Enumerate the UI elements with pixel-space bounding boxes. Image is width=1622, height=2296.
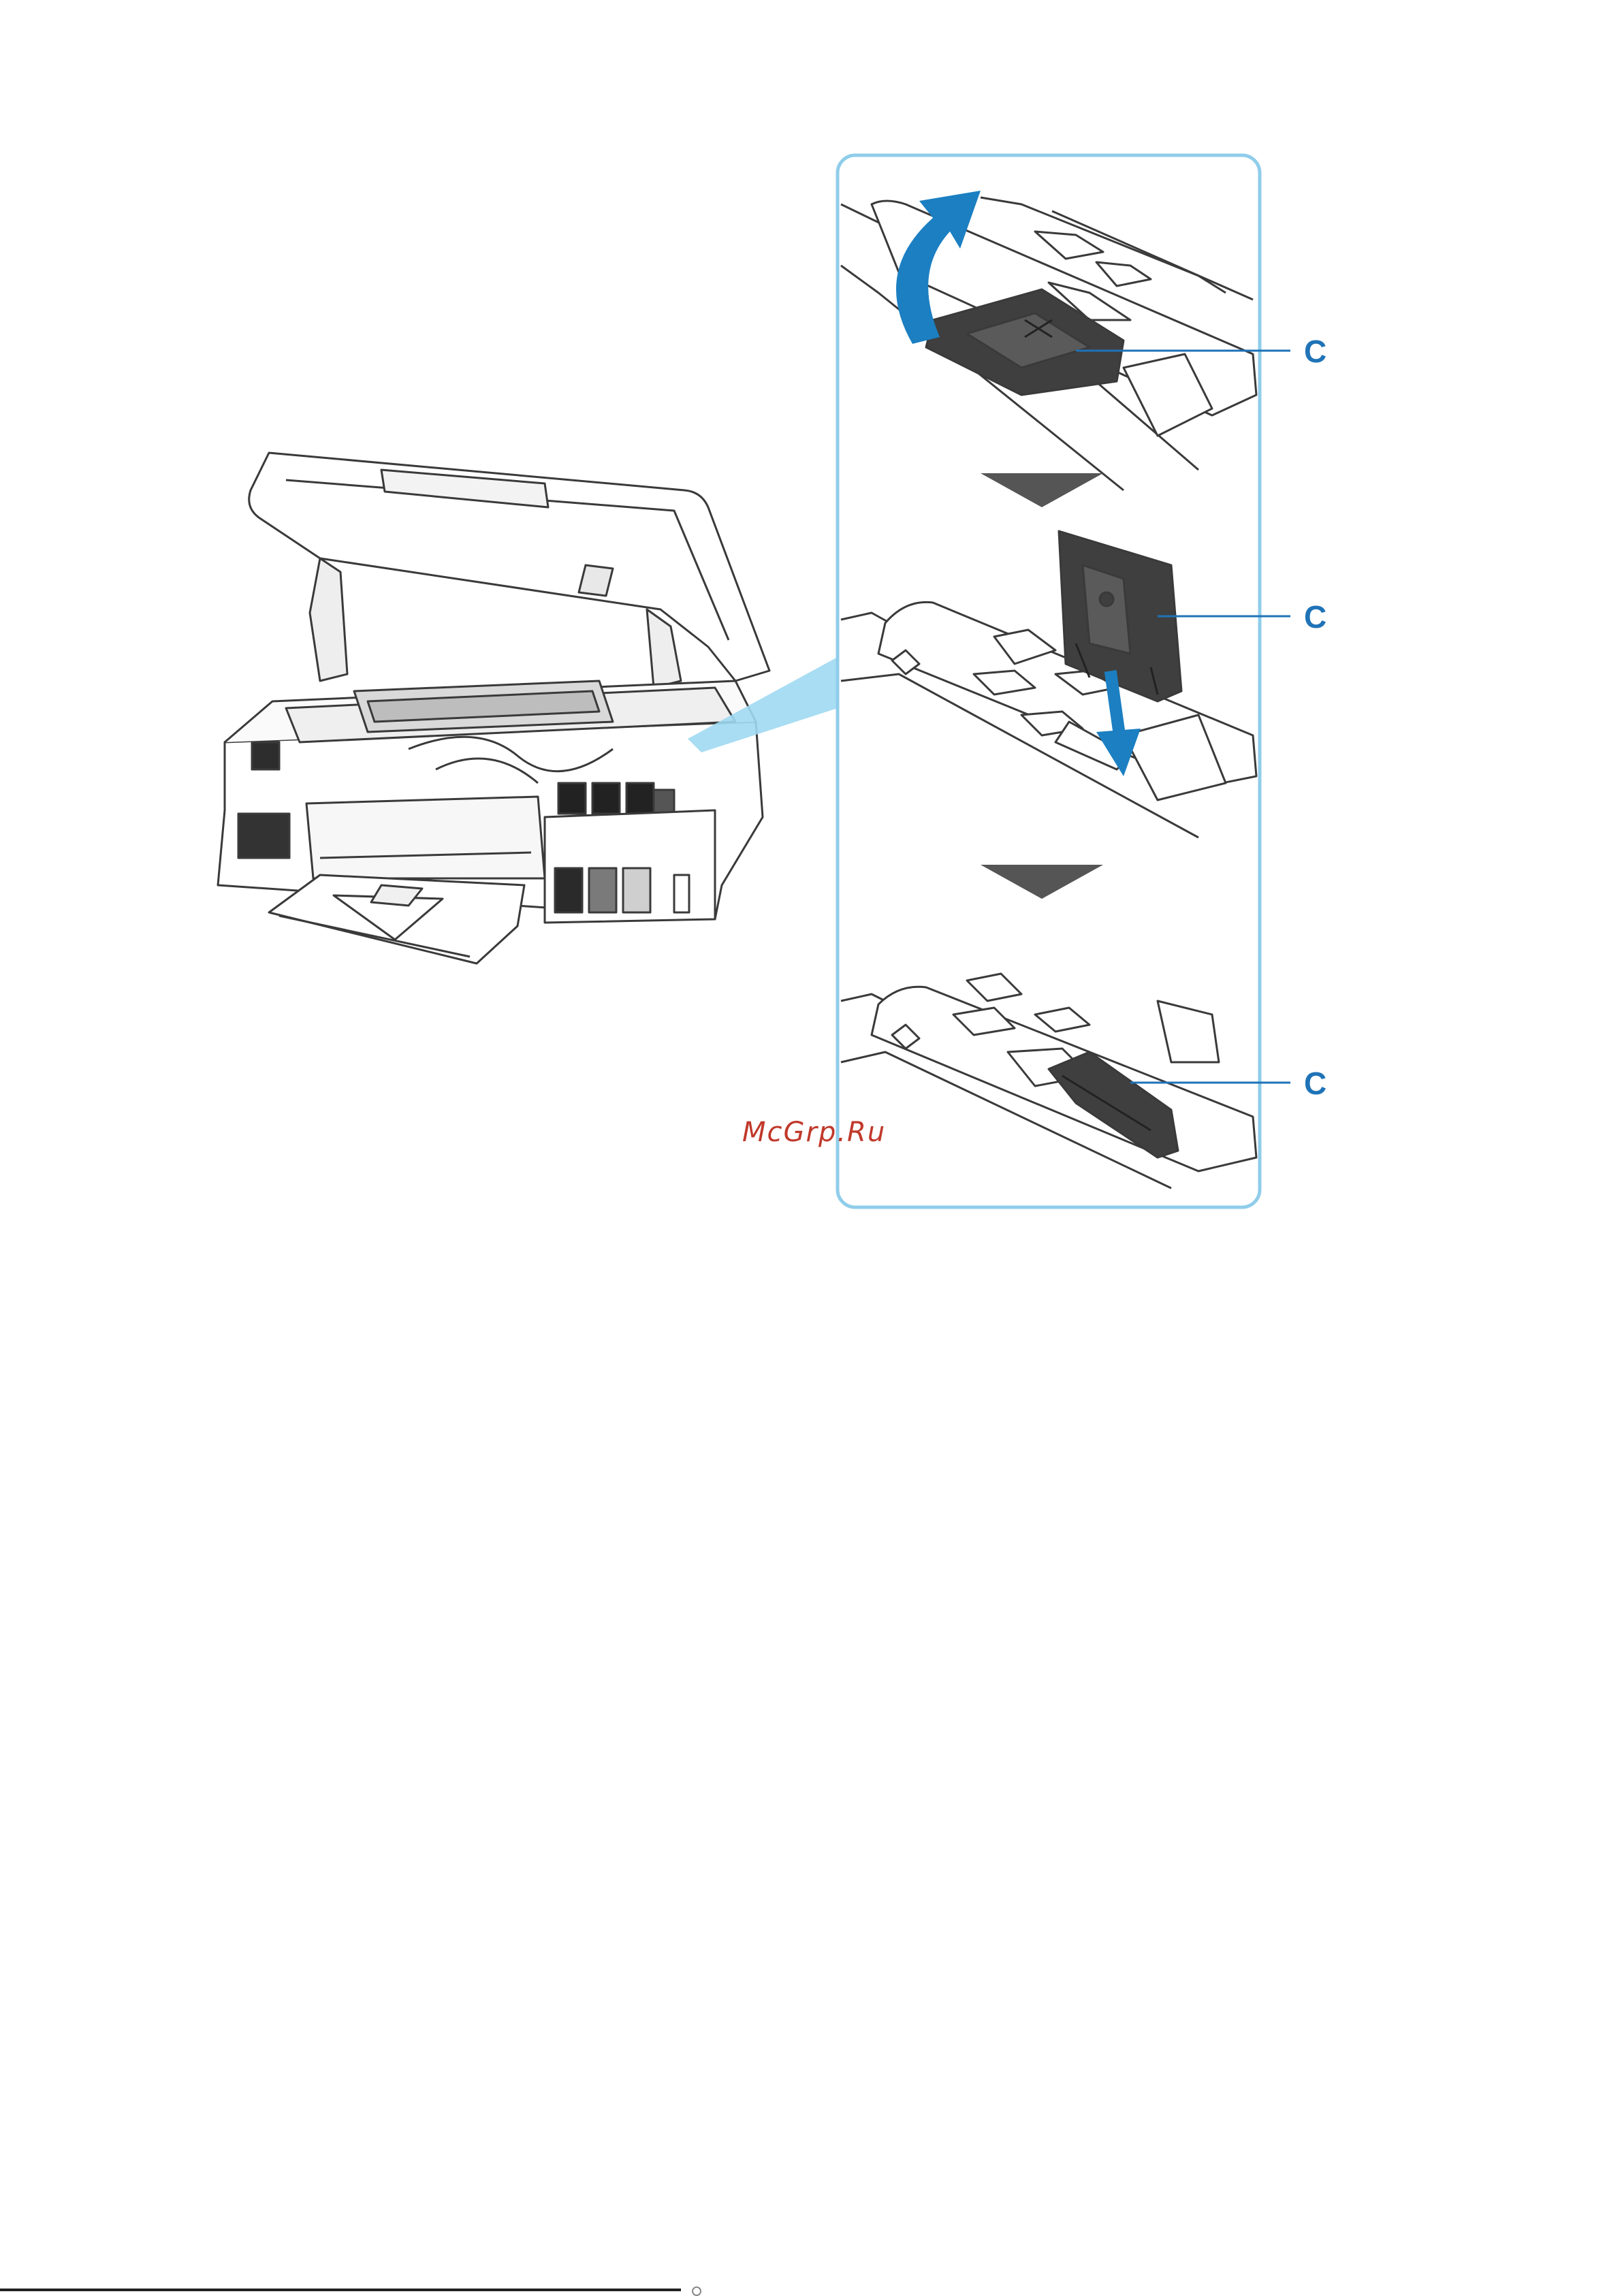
footer-dot: [692, 2286, 701, 2296]
callout-label-1: C: [1304, 334, 1326, 369]
watermark: McGrp.Ru: [742, 1117, 886, 1148]
callout-label-2: C: [1304, 599, 1326, 635]
printer-illustration: [218, 453, 769, 963]
footer-rule: [0, 2289, 681, 2291]
zoom-panel: C C: [838, 155, 1326, 1207]
callout-label-3: C: [1304, 1066, 1326, 1101]
